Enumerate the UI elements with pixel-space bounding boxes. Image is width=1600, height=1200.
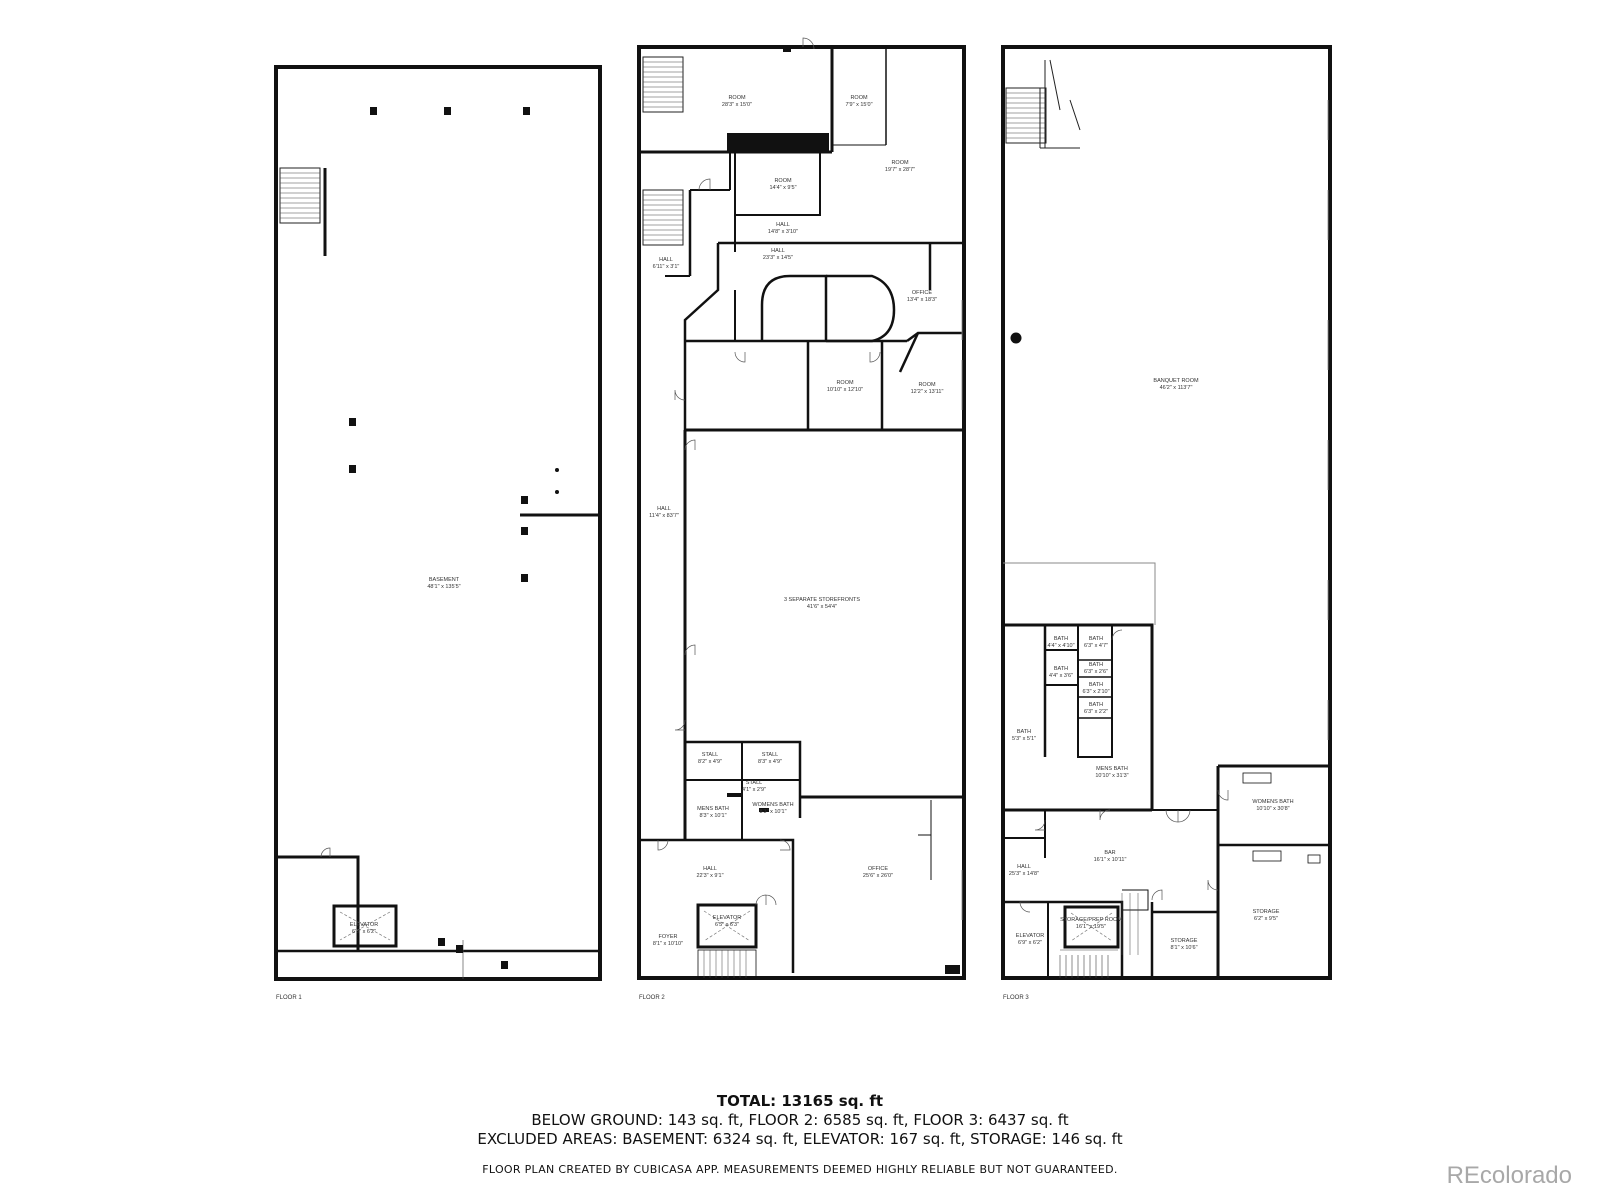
floor-2-room-dims: 10'10" x 12'10"	[827, 387, 863, 393]
floor-2-room-name: ROOM	[850, 95, 868, 101]
floor-3-room-dims: 6'2" x 9'5"	[1254, 916, 1278, 922]
floor-3-room-dims: 6'3" x 2'10"	[1082, 689, 1109, 695]
floor-2-label: FLOOR 2	[639, 995, 665, 1001]
floor-2-room-name: STALL	[746, 780, 762, 786]
floor-3-plan	[1001, 45, 1332, 980]
floor-2-room-dims: 8'3" x 4'9"	[758, 759, 782, 765]
floor-2-room-name: HALL	[703, 866, 717, 872]
floor-2-room-name: ROOM	[891, 160, 909, 166]
floor-2-room-dims: 8'3" x 10'1"	[759, 809, 786, 815]
excluded-areas: EXCLUDED AREAS: BASEMENT: 6324 sq. ft, E…	[477, 1130, 1123, 1148]
floor-3-room-name: BATH	[1054, 636, 1068, 642]
floor-3-room-name: BANQUET ROOM	[1153, 378, 1199, 384]
floor-2-room-name: STALL	[702, 752, 718, 758]
floor-3-room-name: MENS BATH	[1096, 766, 1128, 772]
total-area: TOTAL: 13165 sq. ft	[716, 1092, 884, 1110]
floor-3-room-dims: 10'10" x 31'3"	[1095, 773, 1128, 779]
floor-3-column	[1010, 332, 1022, 344]
floor-2-room-dims: 12'2" x 13'11"	[911, 389, 944, 395]
floor-3-room-name: BATH	[1017, 729, 1031, 735]
floor-2-room-name: ROOM	[774, 178, 792, 184]
floor-3-room-dims: 6'9" x 6'2"	[1018, 940, 1042, 946]
floor-2-room-dims: 14'8" x 3'10"	[768, 229, 798, 235]
floor-3-room-name: STORAGE/PREP ROOM	[1060, 917, 1122, 923]
floor-2-room-dims: 8'2" x 4'9"	[698, 759, 722, 765]
floor-2-room-name: OFFICE	[868, 866, 888, 872]
floor-3-room-dims: 5'3" x 5'1"	[1012, 736, 1036, 742]
floor-1-label: FLOOR 1	[276, 995, 302, 1001]
floor-2-room-name: ELEVATOR	[713, 915, 741, 921]
floor-2-room-dims: 8'3" x 10'1"	[699, 813, 726, 819]
floor-2-room-name: MENS BATH	[697, 806, 729, 812]
floor-3-room-name: ELEVATOR	[1016, 933, 1044, 939]
floor-3-room-name: BATH	[1089, 702, 1103, 708]
floor-2-room-name: 3 SEPARATE STOREFRONTS	[784, 597, 860, 603]
floor-3-room-dims: 16'1" x 10'11"	[1094, 857, 1127, 863]
floor-1-room-dims: 48'1" x 135'5"	[427, 584, 460, 590]
floor-2-room-dims: 19'7" x 28'7"	[885, 167, 915, 173]
floor-3-room-name: WOMENS BATH	[1252, 799, 1293, 805]
floor-2-room-name: HALL	[776, 222, 790, 228]
floor-2-room-name: HALL	[771, 248, 785, 254]
floor-2-room-name: ROOM	[836, 380, 854, 386]
floor-2-room-name: HALL	[657, 506, 671, 512]
floor-2-room-dims: 6'11" x 3'1"	[653, 264, 680, 270]
floor-2-room-name: OFFICE	[912, 290, 932, 296]
floor-3-label: FLOOR 3	[1003, 995, 1029, 1001]
floor-3-room-dims: 6'3" x 2'2"	[1084, 709, 1108, 715]
floor-2-room-dims: 11'4" x 83'7"	[649, 513, 679, 519]
floor-3-room-dims: 10'10" x 30'8"	[1256, 806, 1289, 812]
floor-2-room-dims: 22'3" x 9'1"	[696, 873, 723, 879]
brand-watermark: REcolorado	[1446, 1162, 1572, 1189]
floor-3-room-name: BAR	[1104, 850, 1115, 856]
floor-2-room-name: ROOM	[728, 95, 746, 101]
floor-2-room-dims: 13'4" x 18'3"	[907, 297, 937, 303]
floor-3-room-dims: 46'2" x 113'7"	[1160, 385, 1193, 391]
floor-2-room-name: FOYER	[659, 934, 678, 940]
floor-3-room-dims: 4'4" x 3'6"	[1049, 673, 1073, 679]
floor-3-room-name: BATH	[1089, 636, 1103, 642]
area-breakdown: BELOW GROUND: 143 sq. ft, FLOOR 2: 6585 …	[531, 1111, 1069, 1129]
floor-3-room-dims: 6'3" x 4'7"	[1084, 643, 1108, 649]
floor-2-room-name: STALL	[762, 752, 778, 758]
floor-1-room-name: ELEVATOR	[350, 922, 378, 928]
floor-2-room-dims: 25'6" x 26'0"	[863, 873, 893, 879]
floor-1-columns	[349, 107, 559, 969]
floor-3-room-name: STORAGE	[1253, 909, 1280, 915]
disclaimer: FLOOR PLAN CREATED BY CUBICASA APP. MEAS…	[482, 1163, 1118, 1176]
floor-2-room-dims: 4'1" x 2'9"	[742, 787, 766, 793]
floor-plan-drawing: BASEMENT 48'1" x 135'5" ELEVATOR 6'8" x …	[274, 37, 1332, 1001]
floor-2-fixtures	[727, 46, 960, 974]
floor-2-room-dims: 41'6" x 54'4"	[807, 604, 837, 610]
floor-3-room-dims: 8'1" x 10'6"	[1170, 945, 1197, 951]
floor-2-room-dims: 8'1" x 10'10"	[653, 941, 683, 947]
floor-3-room-name: STORAGE	[1171, 938, 1198, 944]
floor-1-plan	[274, 65, 602, 981]
floor-3-room-dims: 4'4" x 4'10"	[1047, 643, 1074, 649]
floor-3-room-name: BATH	[1089, 682, 1103, 688]
floor-2-room-name: ROOM	[918, 382, 936, 388]
floor-2-room-dims: 6'5" x 6'3"	[715, 922, 739, 928]
floor-3-room-dims: 25'3" x 14'8"	[1009, 871, 1039, 877]
floor-2-room-dims: 14'4" x 9'5"	[769, 185, 796, 191]
floor-2-room-dims: 7'9" x 15'0"	[845, 102, 872, 108]
floor-3-room-dims: 16'1" x 19'5"	[1076, 924, 1106, 930]
floor-3-room-dims: 6'3" x 2'6"	[1084, 669, 1108, 675]
floor-1-room-name: BASEMENT	[429, 577, 460, 583]
floor-2-room-dims: 28'3" x 15'0"	[722, 102, 752, 108]
floor-3-room-name: BATH	[1054, 666, 1068, 672]
floor-2-room-dims: 23'3" x 14'5"	[763, 255, 793, 261]
floor-2-plan	[637, 37, 966, 980]
floor-2-room-name: WOMENS BATH	[752, 802, 793, 808]
floor-2-room-name: HALL	[659, 257, 673, 263]
floor-3-room-name: HALL	[1017, 864, 1031, 870]
floor-3-room-name: BATH	[1089, 662, 1103, 668]
floor-1-room-dims: 6'8" x 6'2"	[352, 929, 376, 935]
